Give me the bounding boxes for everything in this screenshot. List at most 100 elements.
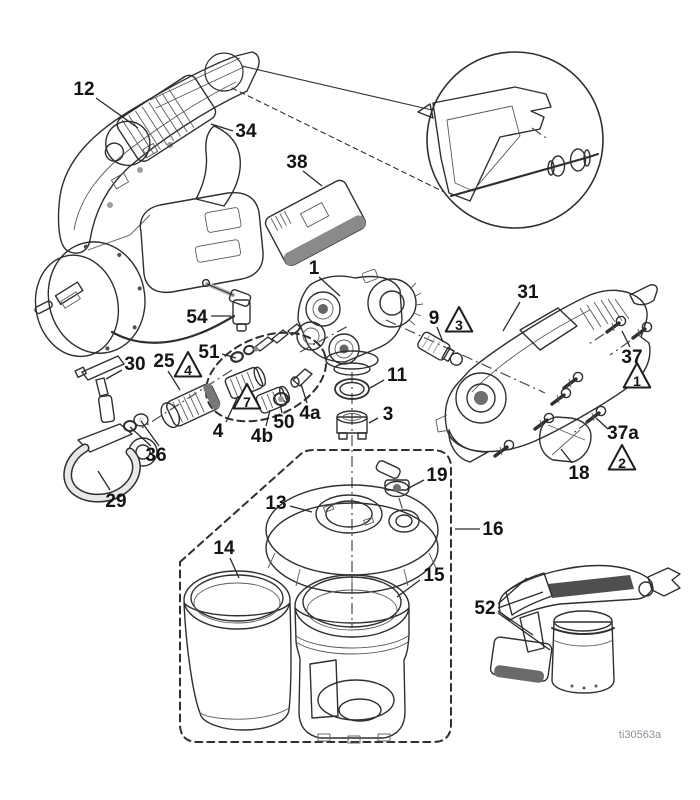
- leader-line-52: [497, 610, 534, 636]
- part-label-30: 30: [124, 354, 145, 375]
- leader-line-37: [621, 330, 631, 348]
- motor-34: [104, 74, 217, 167]
- part-label-3: 3: [383, 404, 394, 425]
- screw-37a: [585, 405, 607, 424]
- screw: [533, 412, 555, 431]
- motor-housing-31: [435, 284, 658, 463]
- o-ring-11: [334, 378, 370, 400]
- liner-14: [183, 570, 292, 731]
- leader-line-13: [289, 505, 313, 513]
- warning-number: 4: [184, 362, 192, 378]
- warning-triangle-4: 4: [173, 351, 203, 378]
- leader-line-19: [406, 479, 425, 490]
- seals-36: [123, 413, 149, 432]
- leader-line-4: [225, 395, 239, 423]
- inset-grommet: [569, 148, 591, 172]
- part-label-50: 50: [273, 412, 294, 433]
- leader-line-30: [105, 369, 123, 380]
- inset-grommet: [547, 155, 566, 177]
- screw: [605, 315, 627, 334]
- leader-line-52: [497, 591, 544, 609]
- screw: [562, 371, 584, 390]
- leader-line-14: [229, 557, 240, 579]
- leader-line-50: [279, 403, 283, 414]
- leader-line-4b: [265, 409, 271, 427]
- assembled-sprayer-52: [489, 564, 681, 694]
- drive-disc: [34, 241, 146, 358]
- leader-line-4a: [300, 383, 308, 404]
- part-label-54: 54: [186, 307, 208, 328]
- part-label-14: 14: [213, 538, 235, 559]
- part-label-4b: 4b: [251, 426, 273, 447]
- seat-4a: [290, 368, 313, 388]
- part-label-52: 52: [474, 598, 495, 619]
- leader-line-15: [396, 579, 421, 598]
- part-label-4a: 4a: [299, 403, 321, 424]
- tip-axis: [141, 369, 233, 429]
- inset-detail-circle: [417, 51, 604, 229]
- vent-valve-19: [375, 460, 410, 512]
- leader-line-11: [369, 379, 385, 389]
- handle: [195, 125, 241, 207]
- cup-15: [294, 574, 410, 744]
- spray-tip-30: [74, 355, 125, 424]
- washer-50: [273, 392, 289, 406]
- warning-number: 7: [243, 394, 251, 410]
- warning-triangle-7: 7: [232, 383, 262, 410]
- filter-25: [160, 383, 221, 429]
- screw: [550, 387, 572, 406]
- battery-dock: [139, 191, 264, 294]
- clamp-ring: [361, 269, 424, 328]
- power-cord: [110, 314, 236, 344]
- leader-line-36: [129, 426, 152, 447]
- warning-triangle-3: 3: [444, 306, 474, 333]
- part-label-13: 13: [265, 493, 286, 514]
- part-label-37: 37: [621, 347, 642, 368]
- packing-kit: [204, 323, 328, 423]
- suction-tube-54: [201, 278, 252, 332]
- warning-number: 3: [455, 317, 463, 333]
- part-label-25: 25: [153, 351, 175, 372]
- footer-code: ti30563a: [619, 729, 662, 741]
- power-unit: [57, 51, 367, 294]
- warning-triangle-outline: [607, 444, 637, 471]
- leader-line-9: [436, 326, 444, 343]
- valve-axis: [385, 319, 546, 394]
- warning-number: 2: [618, 455, 626, 471]
- leader-line-52: [497, 577, 528, 605]
- warning-triangle-outline: [622, 362, 652, 389]
- cup-kit-box-16: [179, 449, 452, 743]
- part-label-29: 29: [105, 491, 126, 512]
- seat-fitting: [253, 323, 302, 352]
- part-label-18: 18: [568, 463, 589, 484]
- part-label-11: 11: [387, 365, 408, 386]
- leader-line-38: [302, 170, 323, 187]
- pump-head-1: [296, 269, 424, 376]
- part-label-4: 4: [213, 421, 224, 442]
- packing-kit-ellipse: [204, 331, 328, 423]
- part-label-38: 38: [286, 152, 307, 173]
- part-label-9: 9: [429, 308, 440, 329]
- leader-line-25: [167, 370, 181, 391]
- tip-guard-29: [63, 423, 158, 503]
- leader-line-31: [502, 301, 521, 332]
- part-label-12: 12: [73, 79, 94, 100]
- part-label-16: 16: [482, 519, 503, 540]
- part-label-19: 19: [426, 465, 447, 486]
- leader-line-12: [95, 97, 139, 129]
- battery-38: [264, 179, 367, 267]
- prime-valve-9: [417, 331, 463, 366]
- warning-triangle-outline: [232, 383, 262, 410]
- inset-leader-lines: [231, 65, 445, 193]
- cup-nut-3: [336, 410, 368, 440]
- zoom-marker-circle: [204, 52, 244, 92]
- housing-shell-12: [57, 51, 260, 254]
- cover-18: [538, 416, 592, 463]
- part-label-31: 31: [517, 282, 539, 303]
- leader-line-37a: [595, 417, 609, 430]
- screws-37: [493, 315, 653, 458]
- inset-cover: [417, 86, 552, 202]
- part-label-51: 51: [198, 342, 220, 363]
